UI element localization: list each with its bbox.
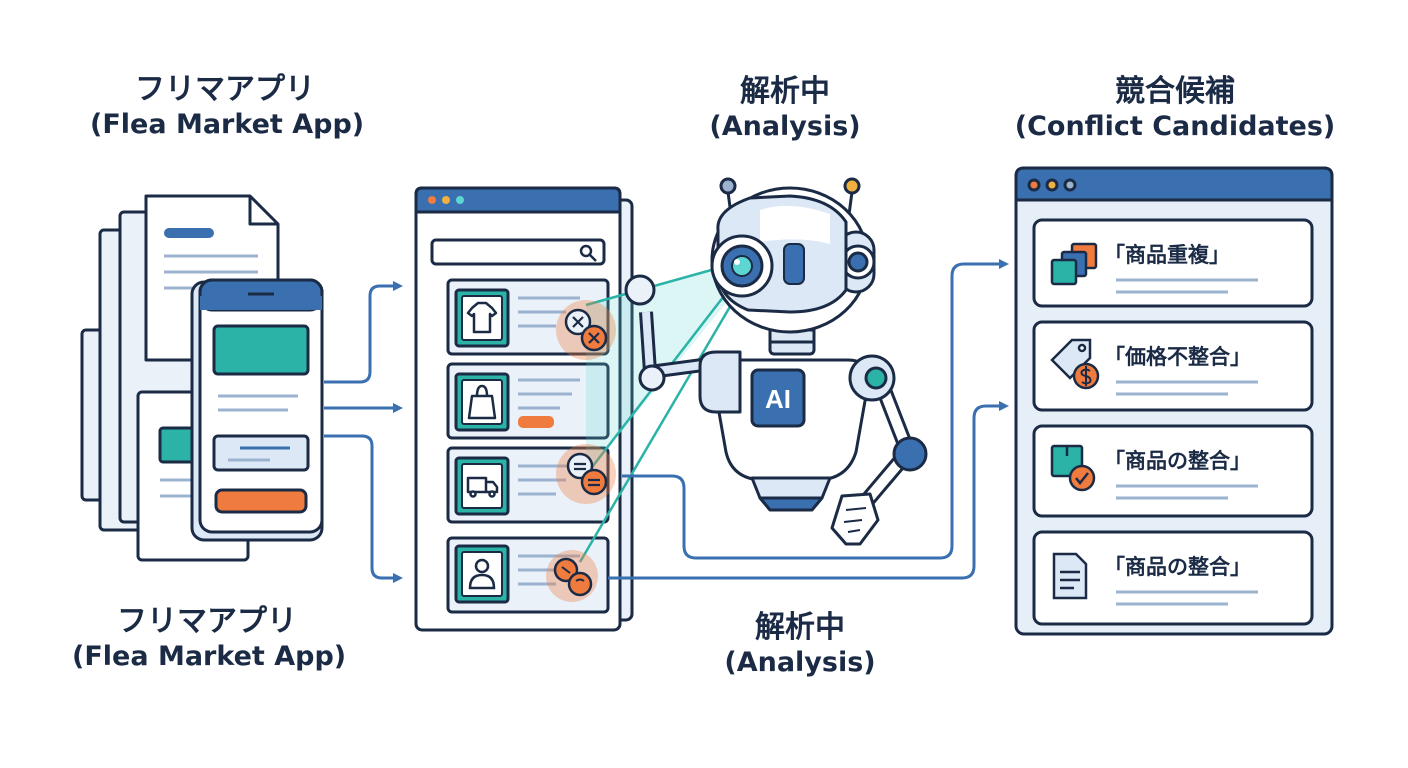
truck-icon [466, 476, 499, 498]
listing-row-4 [446, 536, 610, 614]
input-arrows [324, 281, 403, 583]
app-label-bottom-jp: フリマアプリ [117, 604, 297, 639]
conflict-card-3: 「商品の整合」 [1032, 424, 1314, 518]
conflicts-label-jp: 競合候補 [1115, 74, 1235, 109]
stacked-squares-icon [1050, 242, 1098, 286]
analysis-label-bottom-en: (Analysis) [724, 646, 876, 678]
ai-badge-text: AI [765, 384, 791, 414]
tshirt-icon [466, 301, 498, 334]
analysis-label-top-en: (Analysis) [709, 110, 861, 142]
app-label-bottom: フリマアプリ (Flea Market App) [72, 604, 347, 674]
analysis-label-bottom: 解析中 (Analysis) [700, 610, 900, 680]
output-arrows [608, 259, 1009, 580]
app-label-top-jp: フリマアプリ [135, 72, 315, 107]
analysis-label-top: 解析中 (Analysis) [685, 74, 885, 144]
user-icon [468, 558, 496, 590]
conflicts-label: 競合候補 (Conflict Candidates) [1010, 74, 1340, 144]
app-label-top-en: (Flea Market App) [90, 108, 365, 140]
conflict-card-1: 「商品重複」 [1032, 218, 1314, 308]
robot: AI [624, 177, 928, 546]
conflict-card-2-label: 「価格不整合」 [1104, 345, 1251, 369]
app-label-top: フリマアプリ (Flea Market App) [90, 72, 365, 142]
analysis-label-bottom-jp: 解析中 [755, 610, 845, 645]
shopping-bag-icon [467, 384, 497, 420]
box-check-icon [1050, 444, 1096, 492]
phone-mockup [190, 278, 324, 542]
conflict-card-4: 「商品の整合」 [1032, 530, 1314, 626]
conflict-badge-2 [556, 444, 616, 504]
conflict-badge-1 [556, 300, 616, 360]
conflict-card-2: 「価格不整合」 [1032, 320, 1314, 412]
conflict-badge-3 [546, 550, 598, 602]
listing-row-2 [446, 362, 610, 440]
conflict-card-3-label: 「商品の整合」 [1104, 449, 1251, 473]
price-tag-icon [1050, 338, 1100, 390]
document-icon [1052, 552, 1088, 600]
listing-row-1 [446, 278, 610, 356]
conflicts-label-en: (Conflict Candidates) [1014, 110, 1336, 142]
conflict-card-1-label: 「商品重複」 [1104, 243, 1230, 267]
analysis-label-top-jp: 解析中 [740, 74, 830, 109]
conflict-card-4-label: 「商品の整合」 [1104, 555, 1251, 579]
app-label-bottom-en: (Flea Market App) [72, 640, 347, 672]
